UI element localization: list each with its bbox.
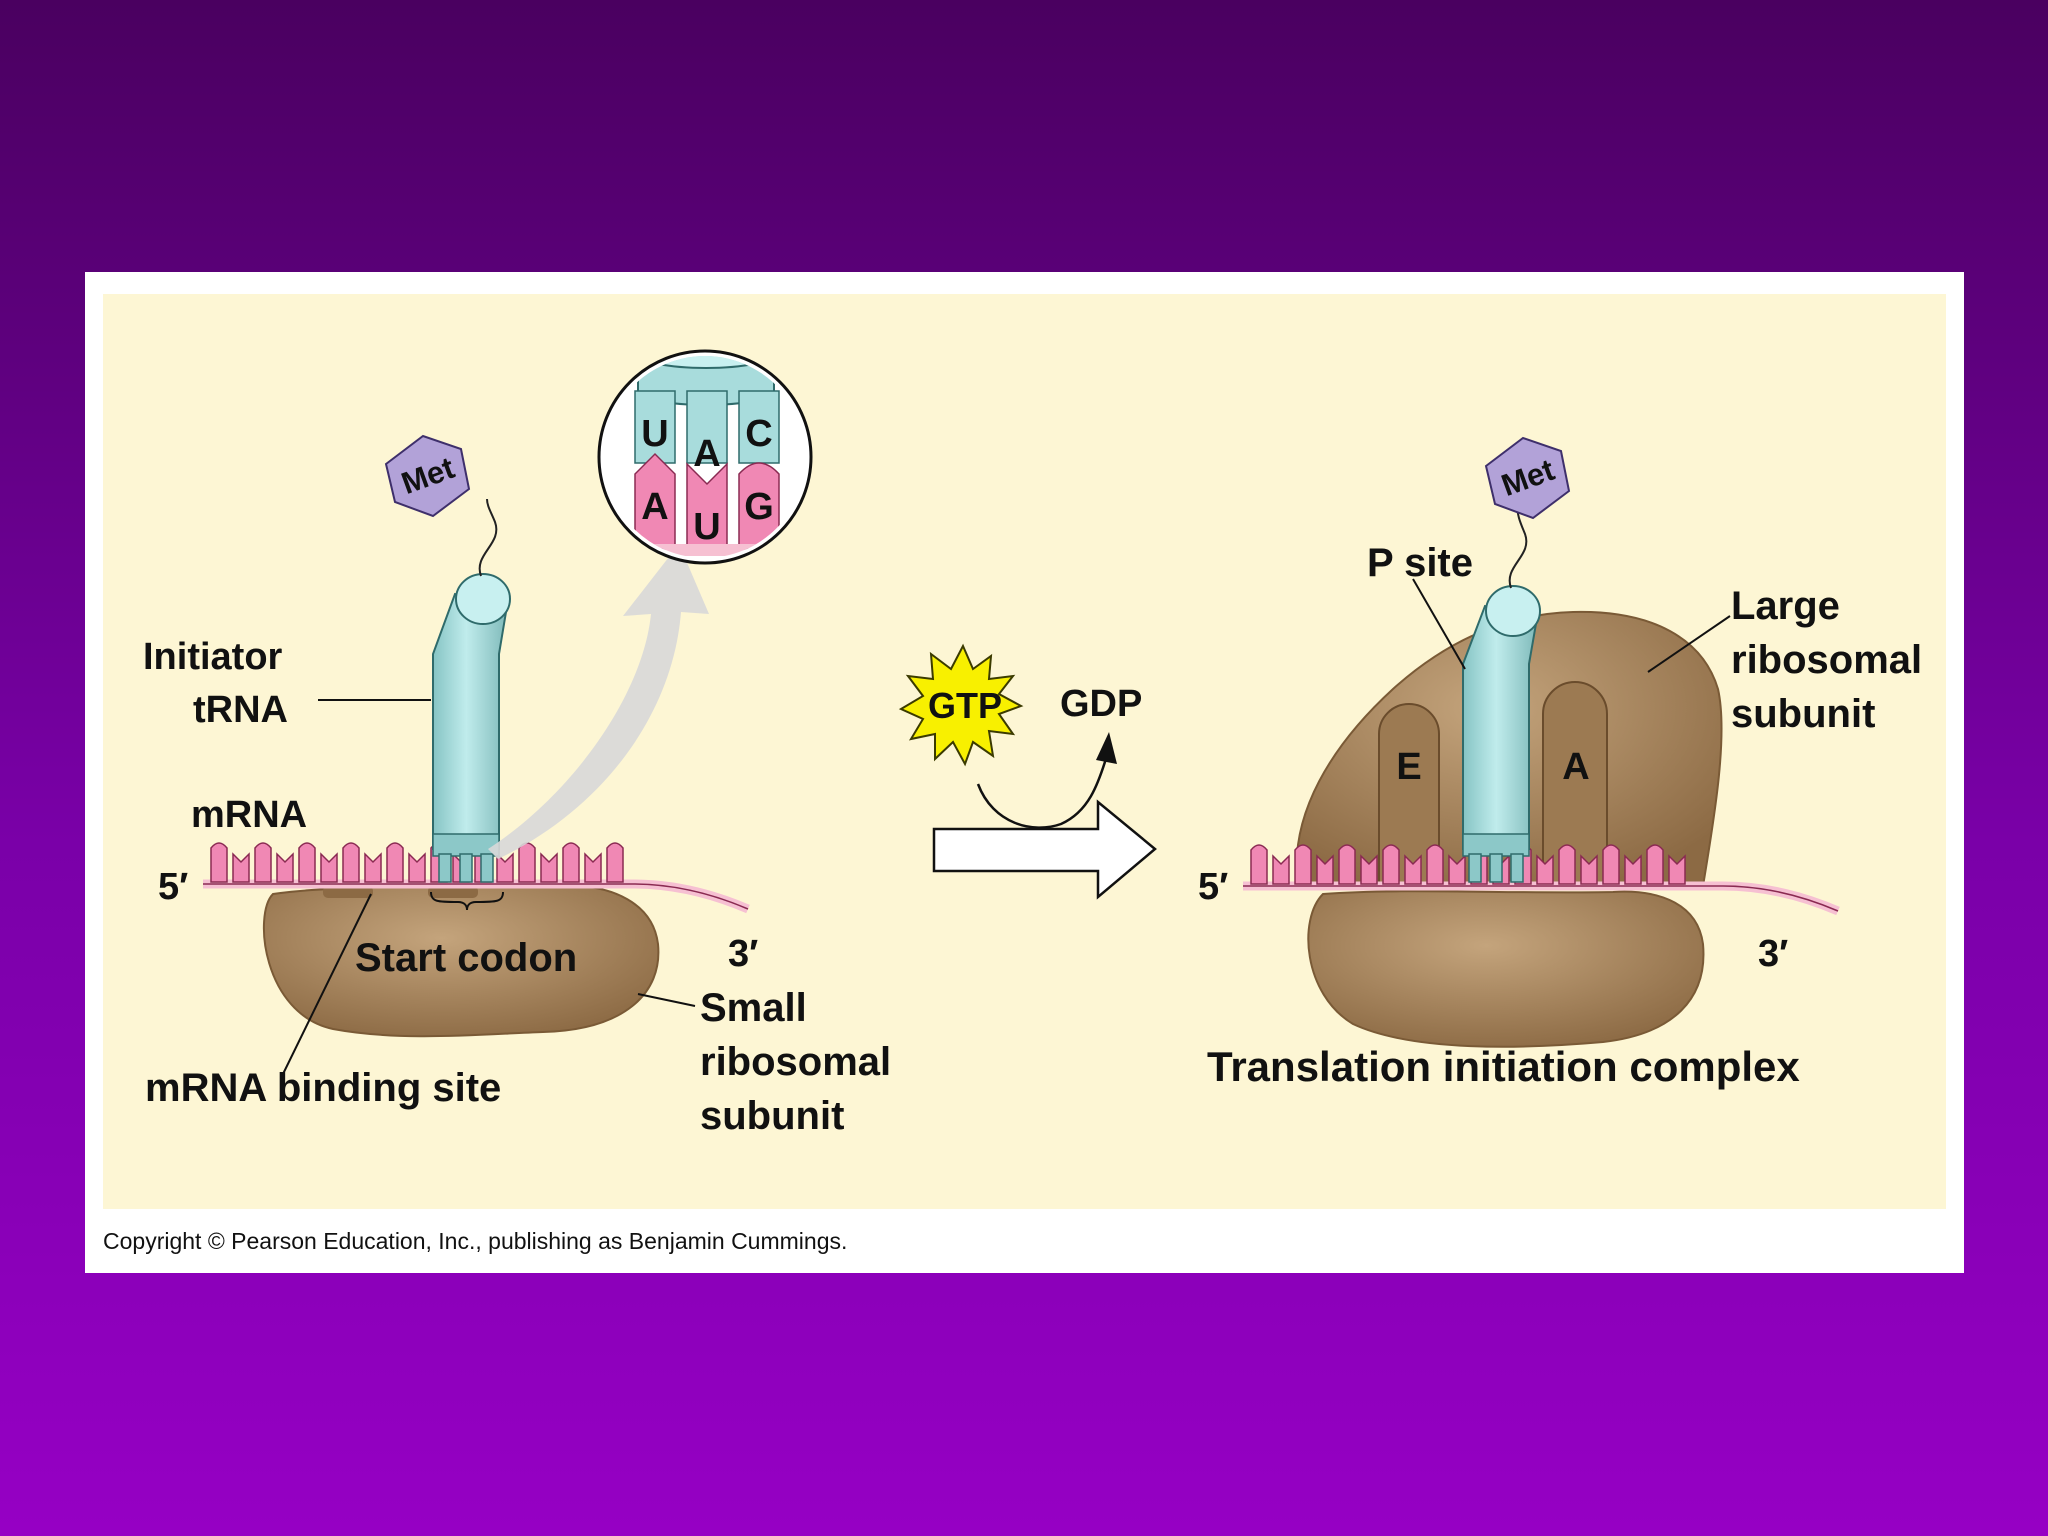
mrna-nucleotide: [1646, 844, 1664, 885]
mrna-strand-right: [1243, 844, 1840, 916]
mrna-nucleotide: [562, 842, 580, 883]
mrna-nucleotide: [342, 842, 360, 883]
met-amino-acid: Met: [384, 434, 471, 518]
mrna-nucleotide: [1360, 854, 1378, 885]
mrna-nucleotide: [1668, 854, 1686, 885]
mrna-nucleotide: [606, 842, 624, 883]
large-subunit-label-line3: subunit: [1731, 692, 1875, 736]
p-site-leader-line: [1412, 578, 1466, 670]
initiator-trna-label-line2: tRNA: [193, 689, 288, 731]
large-subunit-leader-line: [1647, 615, 1731, 673]
mrna-nucleotide: [210, 842, 228, 883]
e-site: [1378, 703, 1440, 887]
translation-initiation-diagram: Met: [143, 349, 1922, 1138]
reaction-arrow: [932, 799, 1157, 900]
codon-base-1: A: [641, 486, 668, 528]
mrna-nucleotide: [1382, 844, 1400, 885]
mrna-nucleotide: [496, 852, 514, 883]
mrna-nucleotide: [276, 852, 294, 883]
mrna-nucleotide: [408, 852, 426, 883]
mrna-binding-site-label: mRNA binding site: [145, 1066, 501, 1110]
figure-panel: Met: [85, 272, 1964, 1273]
complex-title: Translation initiation complex: [1207, 1043, 1800, 1090]
a-site: [1542, 681, 1608, 887]
mrna-nucleotide: [1404, 854, 1422, 885]
small-subunit-leader-line: [637, 993, 696, 1007]
gdp-label: GDP: [1060, 683, 1142, 725]
mrna-label: mRNA: [191, 794, 307, 836]
mrna-nucleotide: [1536, 854, 1554, 885]
codon-base-3: G: [744, 486, 774, 528]
start-codon-brace: [430, 891, 504, 911]
small-ribosomal-subunit-right: [1307, 890, 1705, 1048]
codon-anticodon-zoom: U A C A U G: [597, 349, 813, 565]
start-codon-label: Start codon: [355, 936, 577, 980]
mrna-nucleotide: [1602, 844, 1620, 885]
mrna-nucleotide: [1338, 844, 1356, 885]
binding-site-leader-line: [282, 893, 372, 1075]
mrna-nucleotide: [1272, 854, 1290, 885]
mrna-nucleotide: [1558, 844, 1576, 885]
mrna-nucleotide: [364, 852, 382, 883]
binding-groove: [323, 886, 373, 898]
anticodon-base-1: U: [641, 413, 668, 455]
codon-base-2: U: [693, 506, 720, 548]
mrna-nucleotide: [1294, 844, 1312, 885]
mrna-nucleotide: [1448, 854, 1466, 885]
zoom-arrow: [488, 544, 709, 859]
gtp-hydrolysis-arrow: [976, 751, 1110, 829]
mrna-nucleotide: [540, 852, 558, 883]
small-subunit-label-line1: Small: [700, 986, 807, 1030]
binding-groove: [428, 886, 478, 898]
mrna-nucleotide: [518, 842, 536, 883]
mrna-nucleotide: [254, 842, 272, 883]
small-subunit-label-line2: ribosomal: [700, 1040, 891, 1084]
three-prime-label-right: 3′: [1758, 933, 1788, 975]
large-subunit-label-line2: ribosomal: [1731, 638, 1922, 682]
anticodon-base-3: C: [745, 413, 772, 455]
five-prime-label-right: 5′: [1198, 866, 1228, 908]
five-prime-label-left: 5′: [158, 866, 188, 908]
p-site-label: P site: [1367, 541, 1473, 585]
e-site-label: E: [1396, 746, 1421, 788]
initiator-trna-label-line1: Initiator: [143, 636, 283, 678]
mrna-nucleotide: [386, 842, 404, 883]
mrna-nucleotide: [320, 852, 338, 883]
mrna-nucleotide: [298, 842, 316, 883]
gtp-starburst: GTP: [898, 643, 1024, 767]
mrna-nucleotide: [1250, 844, 1268, 885]
a-site-label: A: [1562, 746, 1589, 788]
met-amino-acid-right: Met: [1484, 436, 1571, 520]
diagram-area: Met: [103, 294, 1946, 1209]
three-prime-label-left: 3′: [728, 933, 758, 975]
mrna-nucleotide: [1624, 854, 1642, 885]
gtp-label: GTP: [928, 685, 1002, 726]
gdp-arrowhead: [1096, 732, 1117, 764]
mrna-nucleotide: [1580, 854, 1598, 885]
mrna-nucleotide: [232, 852, 250, 883]
mrna-nucleotide: [1316, 854, 1334, 885]
anticodon-base-2: A: [693, 433, 720, 475]
initiator-trna: [432, 498, 511, 883]
copyright-notice: Copyright © Pearson Education, Inc., pub…: [103, 1228, 848, 1254]
large-subunit-label-line1: Large: [1731, 584, 1840, 628]
initiator-trna-p-site: [1462, 503, 1541, 883]
mrna-nucleotide: [584, 852, 602, 883]
mrna-nucleotide: [1426, 844, 1444, 885]
small-subunit-label-line3: subunit: [700, 1094, 844, 1138]
